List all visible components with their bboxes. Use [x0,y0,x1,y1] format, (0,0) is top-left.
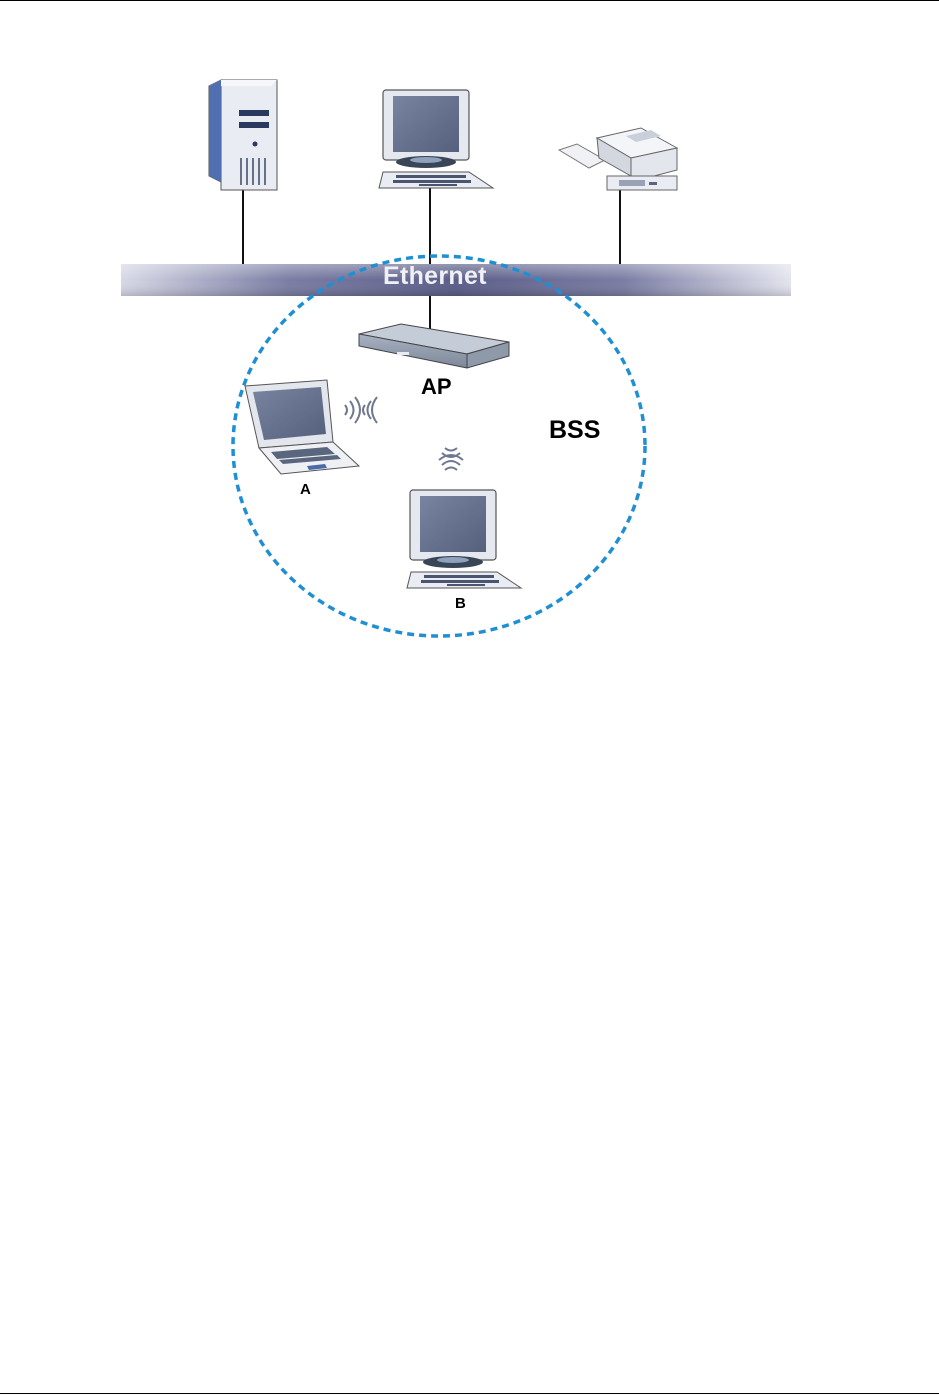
page-bottom-rule [0,1393,939,1394]
desktop-computer-icon [379,90,493,188]
diagram-canvas [121,72,791,644]
server-icon [209,80,277,190]
page-top-rule [0,0,939,1]
station-a-label: A [300,481,311,498]
bss-network-diagram: Ethernet AP BSS A B [121,72,791,644]
desktop-computer-icon [407,490,521,588]
access-point-label: AP [421,374,452,400]
wireless-signal-icon [345,397,377,423]
ethernet-label: Ethernet [383,262,487,291]
station-b-label: B [455,595,466,612]
bss-label: BSS [549,416,600,445]
access-point-icon [359,324,509,368]
connection-lines [243,187,620,330]
wireless-signal-icon [439,448,463,470]
printer-icon [559,128,677,190]
laptop-icon [245,380,359,474]
